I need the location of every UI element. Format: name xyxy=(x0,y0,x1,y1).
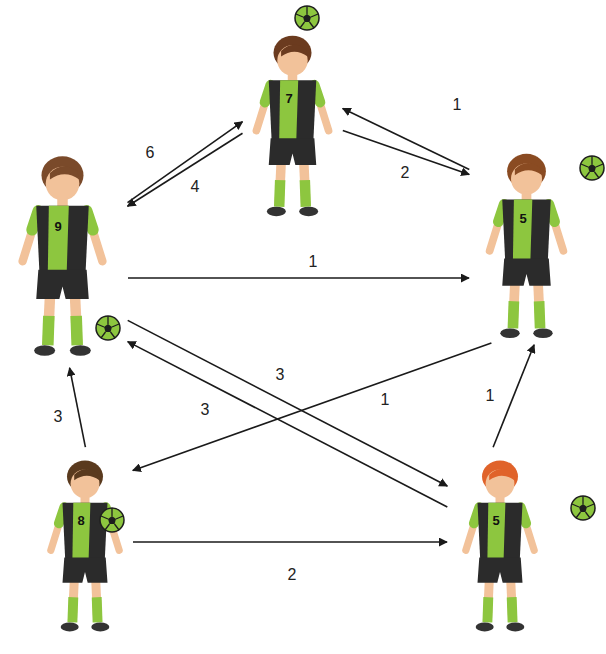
jersey-number: 5 xyxy=(519,212,526,225)
pass-arrow xyxy=(493,345,534,447)
jersey-number: 8 xyxy=(77,514,84,527)
player-figure xyxy=(51,460,119,631)
pass-count: 1 xyxy=(307,253,320,271)
soccer-ball xyxy=(96,316,120,340)
player-node: 7 xyxy=(245,35,340,220)
player-figure xyxy=(23,156,103,355)
pass-count: 1 xyxy=(484,387,497,405)
player-node: 8 xyxy=(40,450,130,640)
pass-arrow xyxy=(70,368,86,447)
jersey-number: 5 xyxy=(492,514,499,527)
jersey-number: 9 xyxy=(54,220,61,233)
pass-count: 3 xyxy=(274,366,287,384)
pass-arrow xyxy=(133,541,447,543)
pass-count: 3 xyxy=(199,401,212,419)
pass-arrow xyxy=(128,320,448,486)
pass-count: 3 xyxy=(52,408,65,426)
soccer-ball xyxy=(571,496,595,520)
player-node: 9 xyxy=(5,145,125,365)
player-figure xyxy=(490,154,564,338)
pass-arrow xyxy=(128,277,469,279)
pass-count: 1 xyxy=(451,96,464,114)
pass-arrow xyxy=(128,122,243,203)
pass-count: 6 xyxy=(144,144,157,162)
pass-count: 1 xyxy=(379,391,392,409)
soccer-ball xyxy=(100,508,124,532)
player-figure xyxy=(466,460,534,631)
jersey-number: 7 xyxy=(285,92,292,105)
pass-arrow xyxy=(343,109,470,170)
player-figure xyxy=(256,36,328,217)
pass-count: 4 xyxy=(189,178,202,196)
pass-arrow xyxy=(128,342,448,507)
pass-arrow xyxy=(128,133,243,206)
soccer-ball xyxy=(580,156,604,180)
pass-arrow xyxy=(133,343,492,470)
soccer-ball xyxy=(295,6,319,30)
pass-count: 2 xyxy=(286,566,299,584)
player-node: 5 xyxy=(472,148,580,342)
player-node: 5 xyxy=(450,450,550,640)
pass-count: 2 xyxy=(399,164,412,182)
